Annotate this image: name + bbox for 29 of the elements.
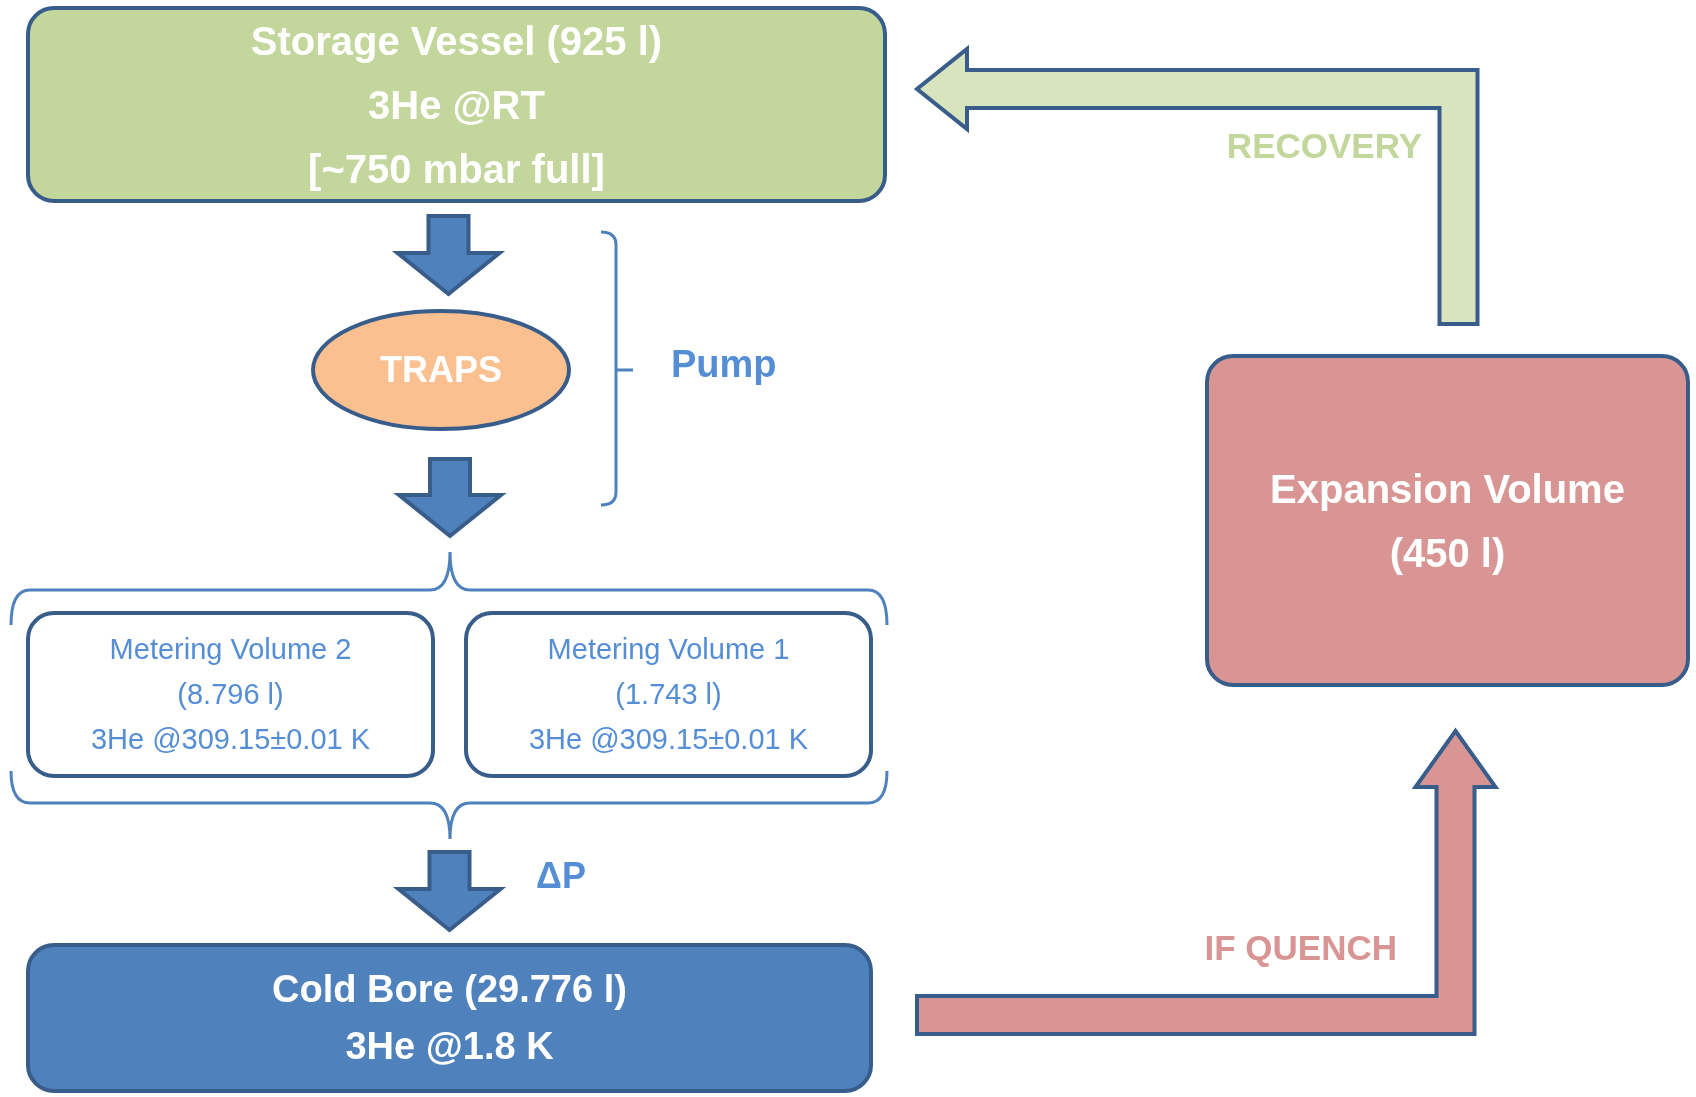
annotation-label: Pump (671, 343, 777, 386)
node-text: [~750 mbar full] (308, 145, 605, 193)
node-text: 3He @309.15±0.01 K (90, 722, 371, 757)
traps-ellipse (311, 309, 571, 431)
block-arrow (913, 44, 1480, 326)
block-arrow (393, 457, 507, 539)
storage-vessel-box (26, 6, 887, 203)
block-arrow (915, 727, 1500, 1036)
node-text: TRAPS (380, 348, 502, 392)
node-text: (1.743 l) (615, 677, 722, 712)
node-text: 3He @1.8 K (345, 1024, 554, 1069)
node-text: 3He @309.15±0.01 K (528, 722, 809, 757)
metering-volume-box (26, 611, 435, 778)
node-text: (8.796 l) (177, 677, 284, 712)
node-text: Storage Vessel (925 l) (250, 17, 663, 65)
edge-label: IF QUENCH (1204, 928, 1397, 968)
metering-volume-box (464, 611, 873, 778)
node-text: (450 l) (1389, 529, 1506, 577)
node-text: Metering Volume 1 (547, 632, 790, 667)
block-arrow (391, 214, 506, 297)
node-text: Expansion Volume (1270, 465, 1625, 513)
cold-bore-box (26, 943, 873, 1093)
annotation-label: ΔP (536, 855, 586, 897)
block-arrow (392, 850, 507, 933)
expansion-volume-box (1205, 354, 1690, 687)
node-text: Metering Volume 2 (109, 632, 352, 667)
node-text: Cold Bore (29.776 l) (272, 967, 627, 1012)
node-text: 3He @RT (368, 81, 545, 129)
edge-label: RECOVERY (1226, 126, 1422, 166)
